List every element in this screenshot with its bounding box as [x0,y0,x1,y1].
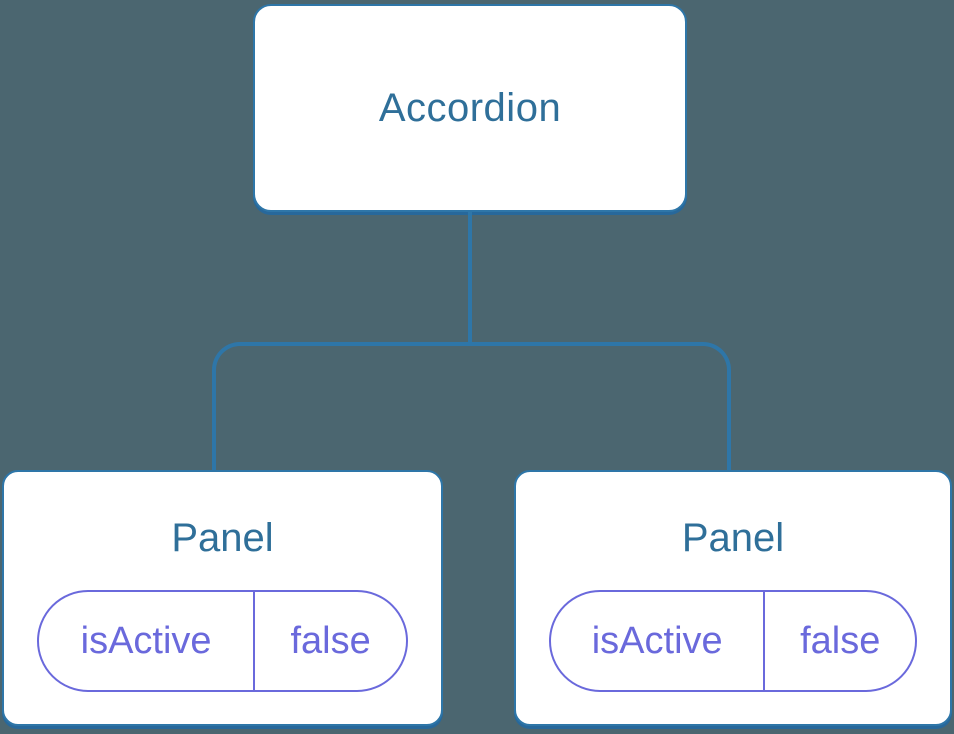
root-node-accordion: Accordion [253,4,687,212]
panel-node-label: Panel [681,516,785,560]
root-node-label: Accordion [378,85,562,130]
connector-stem [468,212,472,345]
panel-node-label: Panel [171,516,274,560]
state-pill: isActive false [549,590,917,692]
state-pill: isActive false [37,590,408,692]
state-key: isActive [551,592,766,690]
panel-node-left: Panel isActive false [2,470,443,726]
state-key: isActive [39,592,256,690]
state-value: false [800,619,881,662]
connector-branch [212,342,731,472]
panel-node-right: Panel isActive false [514,470,952,726]
state-value: false [290,619,371,662]
